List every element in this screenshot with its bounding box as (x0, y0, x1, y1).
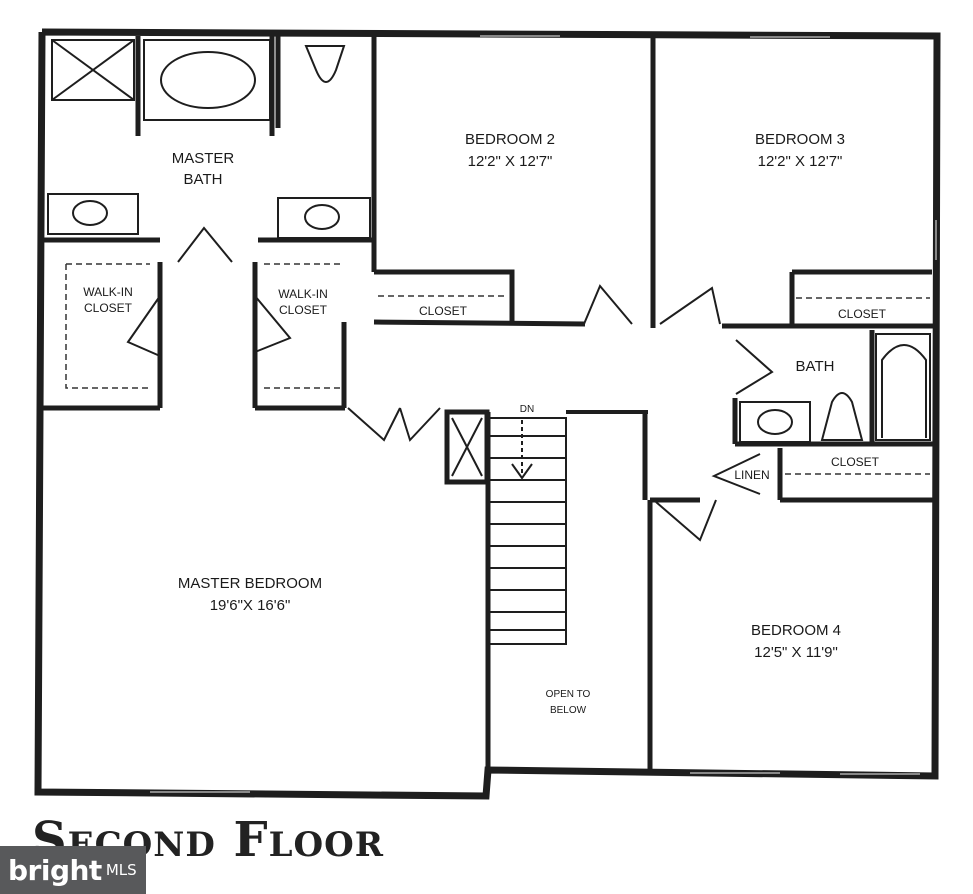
master-bedroom-dims: 19'6"X 16'6" (210, 597, 291, 614)
walkin-right-label-1: WALK-IN (278, 287, 328, 301)
watermark-brand: bright (8, 853, 102, 887)
walkin-right-label-2: CLOSET (279, 303, 328, 317)
watermark-suffix: MLS (105, 861, 137, 879)
bedroom4-dims: 12'5" X 11'9" (754, 644, 838, 661)
stair-dn-label: DN (520, 404, 534, 415)
linen-label: LINEN (734, 468, 769, 482)
door-swings (126, 226, 774, 542)
bedroom2-name: BEDROOM 2 (465, 131, 555, 148)
walkin-left-label-1: WALK-IN (83, 285, 133, 299)
open-below-label-1: OPEN TO (546, 689, 591, 700)
closet-b2-label: CLOSET (419, 304, 468, 318)
master-bath-label-2: BATH (184, 171, 223, 188)
walkin-left-label-2: CLOSET (84, 301, 133, 315)
bedroom3-name: BEDROOM 3 (755, 131, 845, 148)
fixtures (47, 39, 931, 645)
master-bath-label-1: MASTER (172, 150, 235, 167)
window-marks (150, 35, 937, 793)
interior-walls (42, 36, 935, 770)
bedroom2-dims: 12'2" X 12'7" (468, 153, 553, 170)
open-below-label-2: BELOW (550, 705, 587, 716)
watermark-logo: bright MLS (0, 846, 146, 894)
master-bedroom-name: MASTER BEDROOM (178, 575, 322, 592)
closet-shelves (65, 263, 930, 475)
closet-b3-label: CLOSET (838, 307, 887, 321)
bedroom3-dims: 12'2" X 12'7" (758, 153, 843, 170)
closet-hall-label: CLOSET (831, 455, 880, 469)
bath-label: BATH (796, 358, 835, 375)
bedroom4-name: BEDROOM 4 (751, 622, 841, 639)
